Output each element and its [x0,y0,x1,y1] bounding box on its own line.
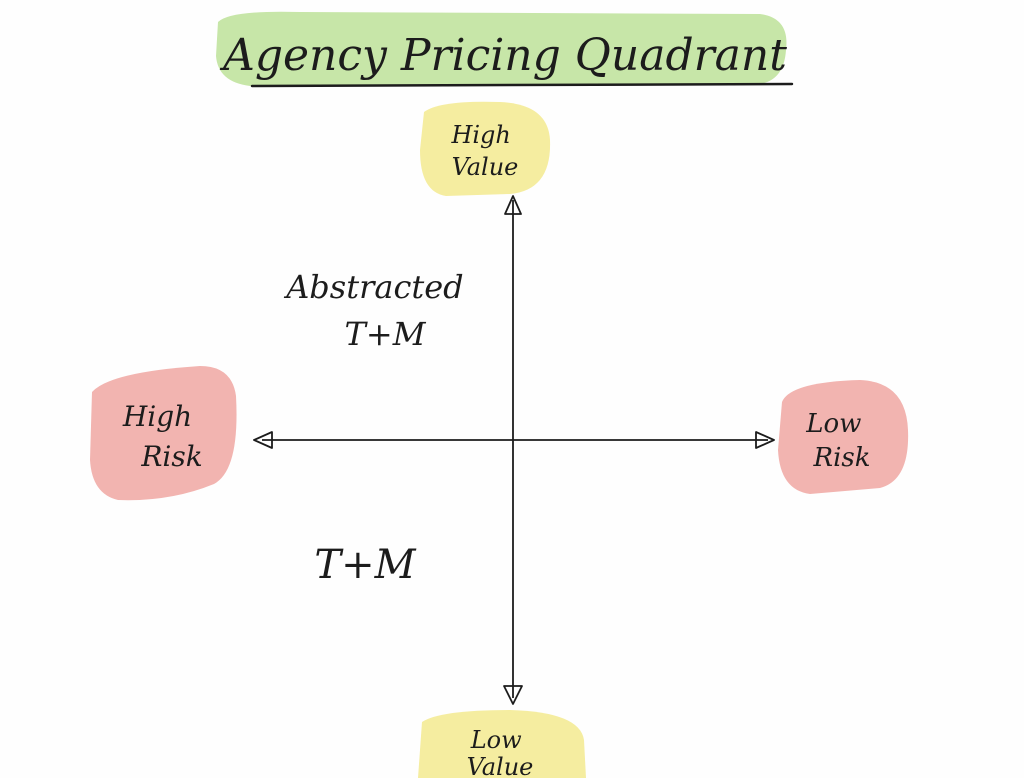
abstracted-line-2: T+M [345,315,427,353]
high-risk-label: High Risk [122,400,203,473]
arrow-left-icon [253,431,273,449]
low-value-highlight [418,710,586,778]
high-risk-line-1: High [122,400,192,433]
high-value-line-1: High [450,121,510,149]
low-value-label: Low Value [467,726,534,778]
title-underline [250,82,794,88]
low-risk-line-1: Low [805,409,861,439]
title-highlight [216,11,787,86]
high-risk-highlight [90,366,237,501]
low-risk-highlight [778,380,909,494]
low-risk-label: Low Risk [805,409,870,473]
low-risk-line-2: Risk [813,443,871,473]
quadrant-lower-left-label: T+M [314,542,416,588]
high-risk-line-2: Risk [140,440,202,473]
high-value-line-2: Value [452,153,519,181]
arrow-down-icon [503,685,523,705]
low-value-line-1: Low [470,726,522,754]
arrow-right-icon [755,431,775,449]
low-value-line-2: Value [467,753,534,778]
high-value-highlight [420,101,551,196]
arrow-up-icon [504,195,522,215]
quadrant-upper-left-label: Abstracted T+M [283,268,474,353]
high-value-label: High Value [450,121,518,181]
abstracted-line-1: Abstracted [283,268,463,306]
diagram-title: Agency Pricing Quadrant [219,30,787,81]
